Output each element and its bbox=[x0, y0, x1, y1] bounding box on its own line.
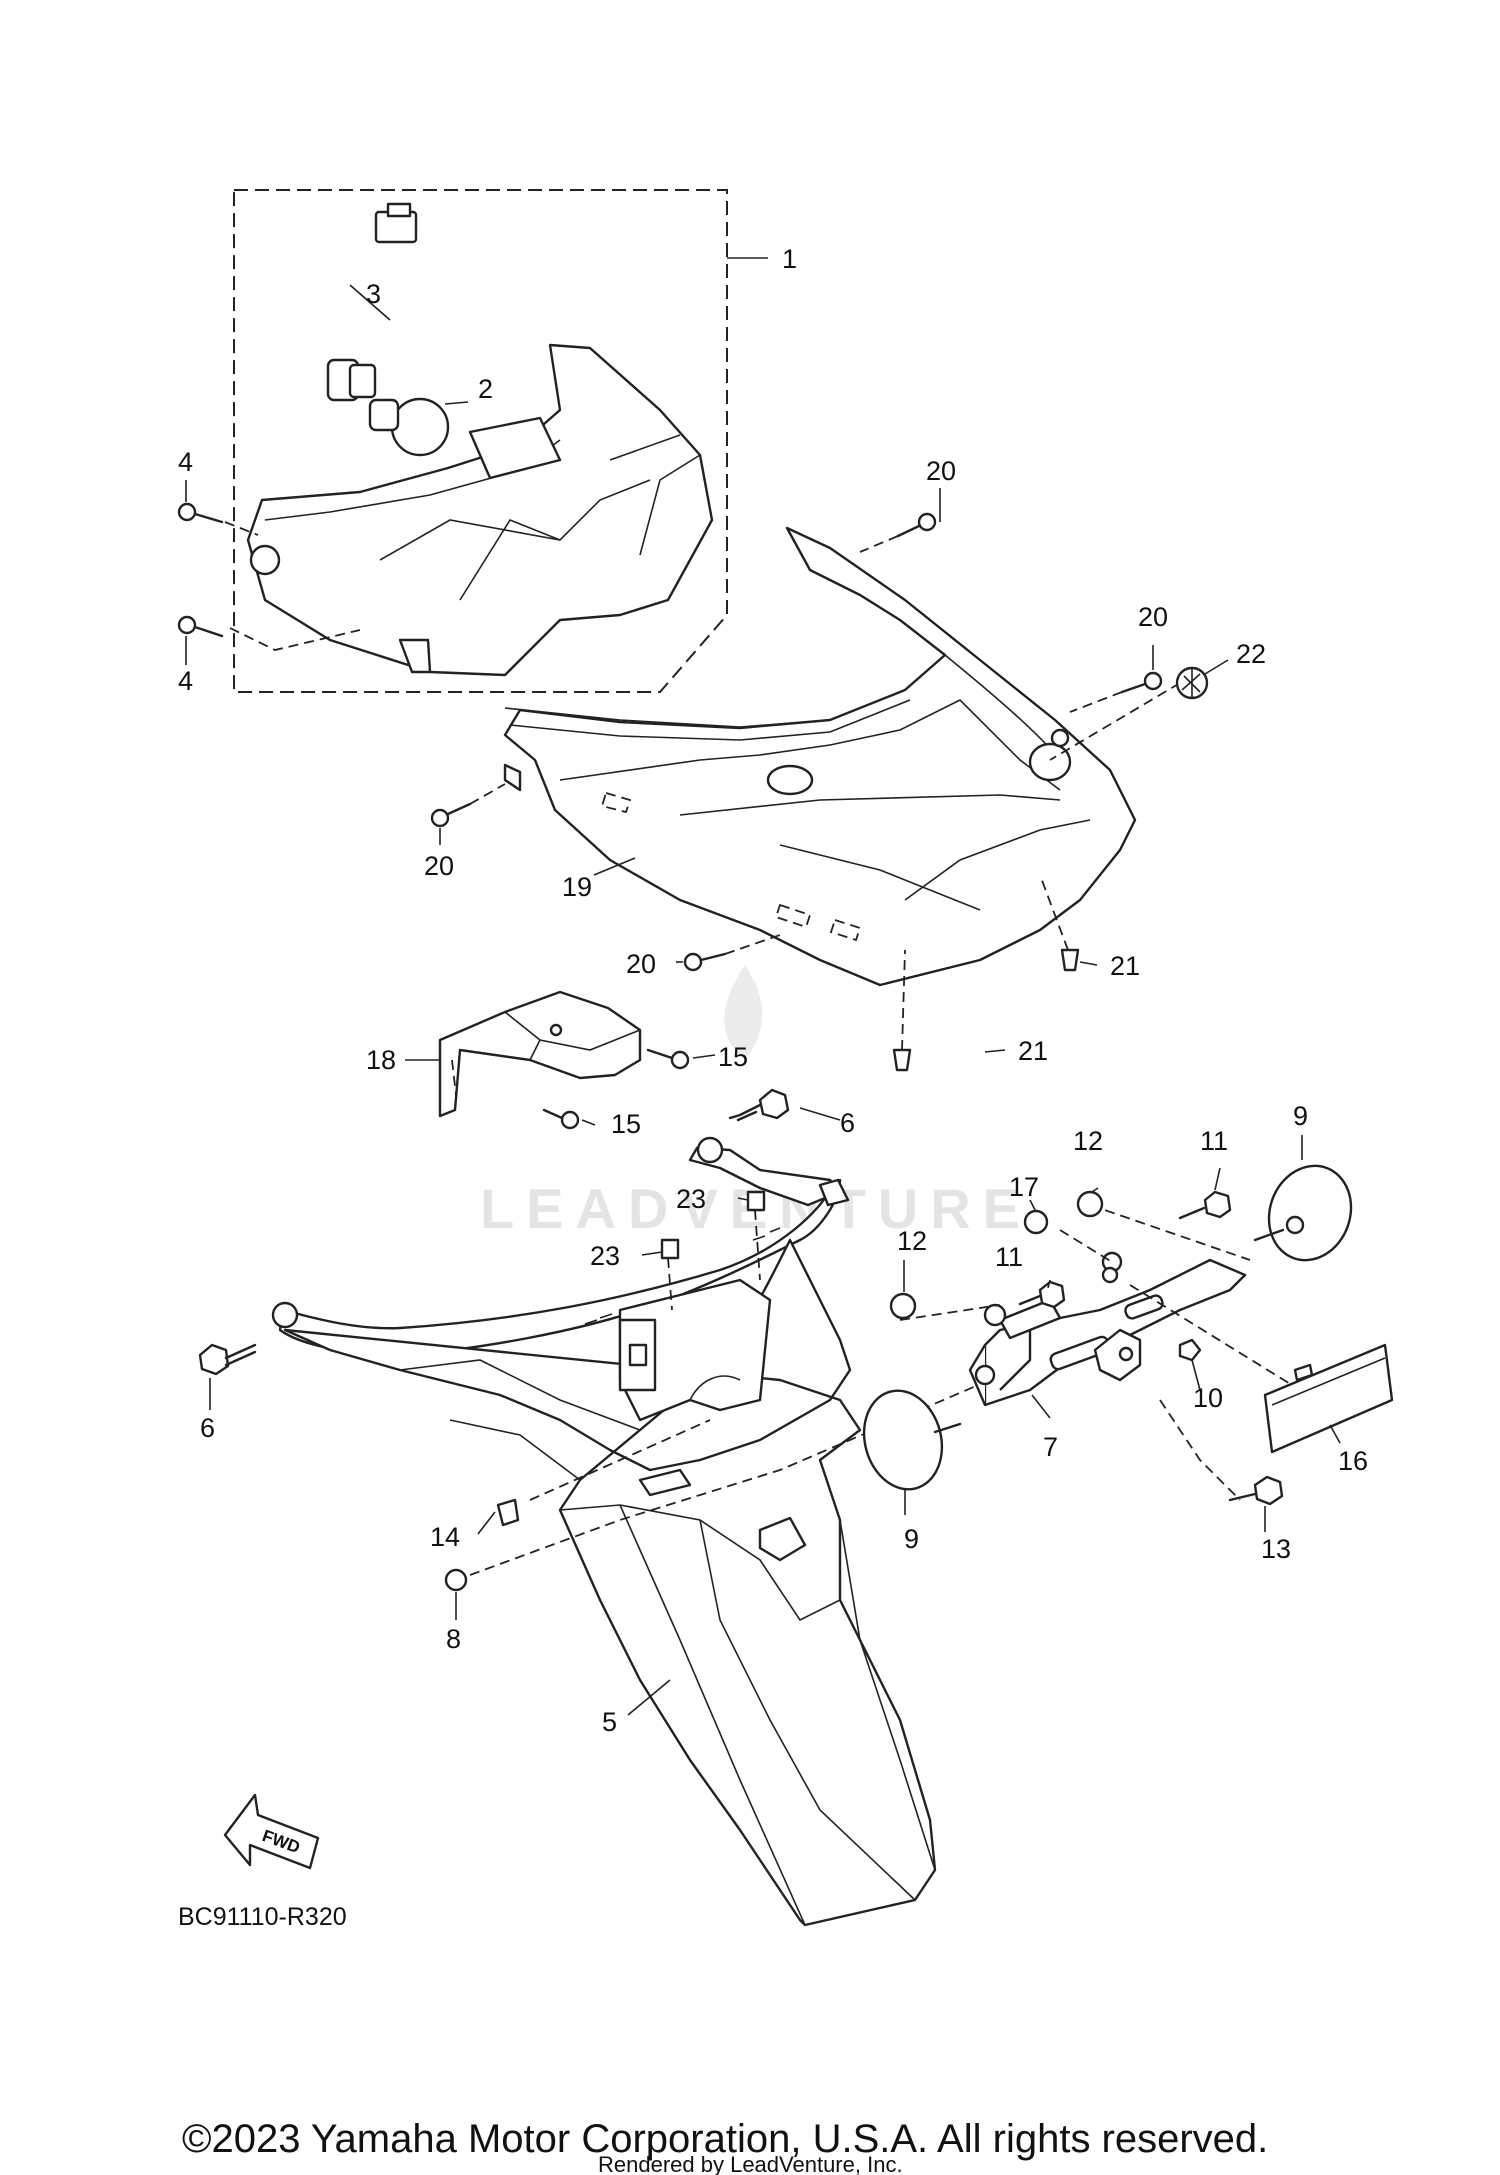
callout-21: 21 bbox=[1018, 1036, 1048, 1066]
license-bracket bbox=[899, 1204, 1301, 1501]
callout-4: 4 bbox=[178, 447, 193, 477]
callout-19: 19 bbox=[562, 872, 592, 902]
rear-fender bbox=[271, 1136, 937, 1927]
callout-16: 16 bbox=[1338, 1446, 1368, 1476]
callout-9: 9 bbox=[1293, 1101, 1308, 1131]
callout-21: 21 bbox=[1110, 951, 1140, 981]
callout-20: 20 bbox=[626, 949, 656, 979]
callout-7: 7 bbox=[1043, 1432, 1058, 1462]
callout-14: 14 bbox=[430, 1522, 460, 1552]
callout-18: 18 bbox=[366, 1045, 396, 1075]
callout-12: 12 bbox=[897, 1226, 927, 1256]
callout-12: 12 bbox=[1073, 1126, 1103, 1156]
callout-4: 4 bbox=[178, 666, 193, 696]
callout-2: 2 bbox=[478, 374, 493, 404]
callout-10: 10 bbox=[1193, 1383, 1223, 1413]
callout-11: 11 bbox=[995, 1242, 1023, 1272]
callout-23: 23 bbox=[590, 1241, 620, 1271]
callout-11: 11 bbox=[1200, 1126, 1228, 1156]
callout-6: 6 bbox=[840, 1108, 855, 1138]
tail-light-assembly bbox=[177, 189, 768, 693]
callout-9: 9 bbox=[904, 1524, 919, 1554]
bracket-18 bbox=[438, 990, 690, 1130]
rear-reflectors-and-fasteners bbox=[862, 1164, 1394, 1506]
callout-15: 15 bbox=[718, 1042, 748, 1072]
callout-23: 23 bbox=[676, 1184, 706, 1214]
callout-17: 17 bbox=[1009, 1172, 1039, 1202]
callout-20: 20 bbox=[1138, 602, 1168, 632]
callout-15: 15 bbox=[611, 1109, 641, 1139]
leader-lines bbox=[185, 284, 1341, 1716]
callout-1: 1 bbox=[782, 244, 797, 274]
callout-22: 22 bbox=[1236, 639, 1266, 669]
callout-20: 20 bbox=[926, 456, 956, 486]
callout-6: 6 bbox=[200, 1413, 215, 1443]
copyright-notice: ©2023 Yamaha Motor Corporation, U.S.A. A… bbox=[182, 2117, 1268, 2161]
callout-3: 3 bbox=[366, 279, 381, 309]
callout-8: 8 bbox=[446, 1624, 461, 1654]
rear-cowl bbox=[503, 526, 1137, 987]
cowl-fasteners bbox=[430, 512, 1209, 1072]
callout-5: 5 bbox=[602, 1707, 617, 1737]
rendered-by-notice: Rendered by LeadVenture, Inc. bbox=[598, 2152, 903, 2175]
diagram-code: BC91110-R320 bbox=[178, 1903, 347, 1931]
callout-20: 20 bbox=[424, 851, 454, 881]
fwd-arrow-icon: FWD bbox=[223, 1793, 320, 1870]
callout-13: 13 bbox=[1261, 1534, 1291, 1564]
callouts: 1 2 3 4 4 5 6 6 7 8 9 9 10 11 11 12 12 1… bbox=[178, 244, 1368, 1737]
